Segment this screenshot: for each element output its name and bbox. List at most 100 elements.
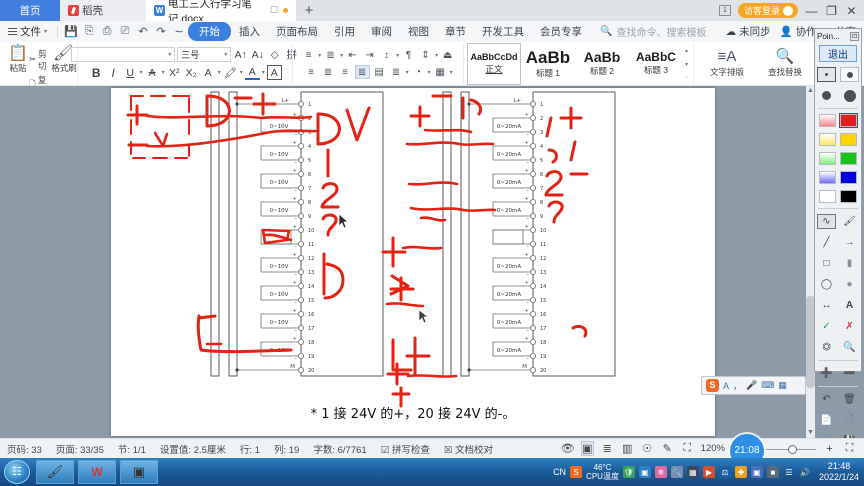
chevron-down-icon[interactable]: ▾ bbox=[224, 52, 228, 58]
cut-button[interactable]: ✂ 剪切 bbox=[29, 48, 51, 72]
flower-icon[interactable]: ❄ bbox=[654, 466, 667, 478]
copy-icon[interactable]: 🗋 bbox=[845, 414, 854, 425]
minimize-button[interactable]: — bbox=[805, 3, 818, 18]
underline-button[interactable]: U bbox=[126, 66, 134, 79]
grid-icon[interactable]: ▦ bbox=[686, 466, 699, 478]
save-as-icon[interactable]: ⎘ bbox=[84, 25, 94, 37]
chevron-down-icon[interactable]: ▾ bbox=[217, 70, 221, 76]
style-heading-1[interactable]: AaBb 标题 1 bbox=[521, 43, 575, 85]
start-orb-icon[interactable]: ☷ bbox=[4, 460, 30, 484]
battery-icon[interactable]: ■ bbox=[766, 466, 779, 478]
fit-page-icon[interactable]: ⛶ bbox=[683, 442, 692, 454]
color-swatch-green[interactable] bbox=[840, 152, 857, 165]
chevron-down-icon[interactable]: ▾ bbox=[261, 70, 265, 76]
zoom-slider-knob[interactable] bbox=[788, 444, 797, 454]
tab-home[interactable]: 首页 bbox=[0, 0, 60, 21]
taskbar-screenshot-button[interactable]: ▣ bbox=[120, 460, 158, 484]
line-icon[interactable]: ╱ bbox=[823, 237, 830, 248]
tab-count-badge[interactable]: 1 bbox=[718, 5, 731, 16]
ime-mode-icon[interactable]: A bbox=[723, 380, 730, 391]
bullet-list-icon[interactable]: ≡ bbox=[305, 49, 312, 61]
undo-icon[interactable]: ↶ bbox=[138, 26, 148, 38]
document-page[interactable]: L+ 1 + – 0~10V 2 3 bbox=[111, 88, 715, 436]
ime-punctuation-icon[interactable]: ， bbox=[733, 381, 743, 391]
scrollbar-thumb[interactable] bbox=[806, 296, 815, 388]
scroll-down-arrow-icon[interactable]: ▼ bbox=[807, 429, 814, 436]
image-icon[interactable]: ▣ bbox=[750, 466, 763, 478]
status-pages[interactable]: 页面: 33/35 bbox=[55, 444, 104, 456]
shrink-font-icon[interactable]: A↓ bbox=[251, 48, 264, 61]
cpu-temp-widget[interactable]: 46°C CPU温度 bbox=[586, 463, 619, 481]
align-center-icon[interactable]: ≣ bbox=[323, 66, 333, 78]
web-view-icon[interactable]: ☉ bbox=[642, 443, 653, 455]
ribbon-tab-chapter[interactable]: 章节 bbox=[445, 26, 467, 38]
double-arrow-icon[interactable]: ↔ bbox=[821, 300, 832, 311]
ribbon-tab-insert[interactable]: 插入 bbox=[239, 26, 261, 38]
font-name-input[interactable]: ▾ bbox=[71, 47, 176, 62]
chevron-down-icon[interactable]: ▾ bbox=[427, 69, 431, 76]
ime-toolbar[interactable]: S A ， 🎤 ⌨ ▦ bbox=[701, 376, 806, 395]
eye-icon[interactable]: 👁 bbox=[560, 443, 575, 455]
styles-expand-icon[interactable]: ◦ bbox=[685, 74, 688, 81]
toolbox-icon[interactable]: ▦ bbox=[778, 380, 787, 390]
color-swatch-light-yellow[interactable] bbox=[819, 133, 836, 146]
find-replace-button[interactable]: 🔍 查找替换 bbox=[757, 49, 813, 78]
styles-scroll-up-icon[interactable]: ▴ bbox=[684, 47, 688, 54]
chevron-down-icon[interactable]: ▾ bbox=[435, 52, 439, 59]
chevron-down-icon[interactable]: ▾ bbox=[405, 69, 409, 76]
status-word-count[interactable]: 字数: 6/7761 bbox=[313, 444, 367, 456]
format-painter-button[interactable]: 🖌 格式刷 bbox=[51, 45, 77, 74]
borders-icon[interactable]: ▦ bbox=[435, 66, 445, 78]
undo-icon[interactable]: ↶ bbox=[822, 394, 831, 405]
chevron-down-icon[interactable]: ▾ bbox=[396, 52, 400, 59]
ribbon-tab-vip[interactable]: 会员专享 bbox=[540, 26, 583, 38]
text-icon[interactable]: A bbox=[845, 300, 854, 311]
new-tab-button[interactable]: + bbox=[304, 2, 314, 19]
rectangle-filled-icon[interactable]: ▮ bbox=[846, 258, 853, 269]
color-swatch-blue[interactable] bbox=[840, 171, 857, 184]
reading-view-icon[interactable]: ▥ bbox=[621, 443, 633, 455]
color-swatch-light-blue[interactable] bbox=[819, 171, 836, 184]
tab-document[interactable]: W 电工三人行学习笔记.docx ☐ bbox=[146, 0, 296, 25]
arrow-icon[interactable]: → bbox=[844, 237, 855, 248]
ribbon-tab-start[interactable]: 开始 bbox=[188, 22, 232, 41]
plus-icon[interactable]: ➕ bbox=[820, 368, 833, 379]
file-menu-button[interactable]: 文件 ▾ bbox=[0, 24, 53, 39]
zoom-slider[interactable]: 21:08 bbox=[730, 433, 816, 468]
collaborate-button[interactable]: 👤 协作 bbox=[780, 24, 817, 39]
ribbon-tab-page-layout[interactable]: 页面布局 bbox=[276, 26, 319, 38]
taskbar-paint-button[interactable]: 🖌 bbox=[36, 460, 74, 484]
increase-indent-icon[interactable]: ⇥ bbox=[365, 49, 374, 61]
color-swatch-white[interactable] bbox=[819, 190, 836, 203]
show-marks-icon[interactable]: ¶ bbox=[405, 49, 412, 61]
status-row[interactable]: 行: 1 bbox=[239, 444, 260, 456]
bluetooth-icon[interactable]: ⚖ bbox=[718, 466, 731, 478]
status-page-no[interactable]: 页码: 33 bbox=[7, 444, 42, 456]
text-layout-button[interactable]: ≡A 文字排版 bbox=[699, 49, 755, 78]
ellipse-filled-icon[interactable]: ● bbox=[846, 279, 853, 290]
sogou-icon[interactable]: S bbox=[570, 466, 583, 478]
pen-size-small[interactable] bbox=[817, 67, 836, 82]
update-icon[interactable]: ✚ bbox=[734, 466, 747, 478]
zoom-in-button[interactable]: + bbox=[826, 442, 833, 455]
distribute-icon[interactable]: ▤ bbox=[374, 66, 384, 78]
status-setting[interactable]: 设置值: 2.5厘米 bbox=[159, 444, 226, 456]
pen-freehand-icon[interactable]: ∿ bbox=[817, 214, 836, 229]
tray-language[interactable]: CN bbox=[553, 467, 567, 477]
grow-font-icon[interactable]: A↑ bbox=[234, 48, 247, 61]
style-heading-2[interactable]: AaBb 标题 2 bbox=[575, 43, 629, 85]
ribbon-tab-developer[interactable]: 开发工具 bbox=[482, 26, 525, 38]
chevron-down-icon[interactable]: ▾ bbox=[318, 52, 322, 59]
volume-icon[interactable]: 🔊 bbox=[799, 467, 810, 477]
color-swatch-yellow[interactable] bbox=[840, 133, 857, 146]
exit-button[interactable]: 退出 bbox=[819, 45, 857, 62]
account-button[interactable]: 访客登录 bbox=[737, 3, 798, 18]
rectangle-outline-icon[interactable]: □ bbox=[823, 258, 830, 269]
ribbon-tab-view[interactable]: 视图 bbox=[408, 26, 430, 38]
print-icon[interactable]: ⎙ bbox=[102, 25, 112, 37]
font-color-button[interactable]: A bbox=[244, 65, 260, 80]
pen-size-large[interactable] bbox=[817, 88, 836, 103]
brush-icon[interactable]: 🖌 bbox=[843, 216, 856, 227]
maximize-button[interactable]: ❐ bbox=[826, 3, 837, 18]
taskbar-clock[interactable]: 21:48 2022/1/24 bbox=[815, 461, 859, 483]
